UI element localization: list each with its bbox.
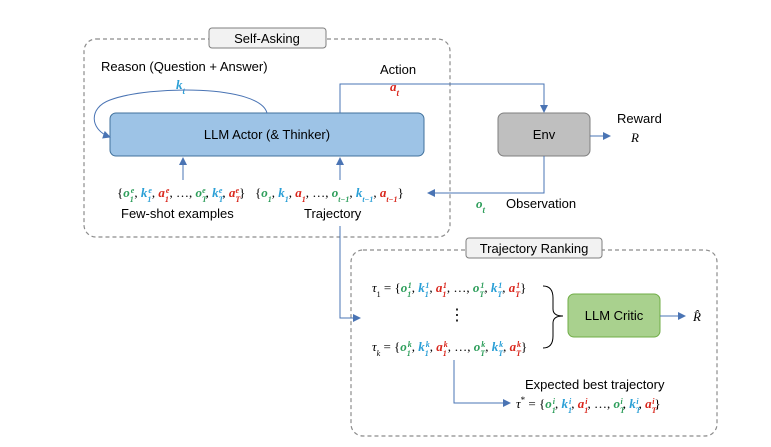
trajectory-brace [542, 285, 564, 349]
few-shot-formula: {o1e, k1e, a1e, …, oTe, kTe, aTe} [117, 185, 245, 204]
env-label: Env [533, 127, 556, 142]
self-asking-title: Self-Asking [234, 31, 300, 46]
trajectory-ranking-tag [465, 237, 603, 259]
best-trajectory-arrow [453, 360, 511, 407]
reward-label: Reward [617, 111, 662, 126]
expected-best-label: Expected best trajectory [525, 377, 665, 392]
reason-label: Reason (Question + Answer) [101, 59, 268, 74]
tau-star-formula: τ* = {o1i, k1i, a1i, …, oTi, kTi, aTi} [516, 395, 661, 415]
llm-critic-label: LLM Critic [585, 308, 644, 323]
reward-symbol: R [630, 130, 639, 145]
llm-actor-label: LLM Actor (& Thinker) [204, 127, 330, 142]
observation-arrow [427, 156, 545, 197]
action-label: Action [380, 62, 416, 77]
a-t-symbol: at [390, 79, 400, 98]
trajectory-ranking-title: Trajectory Ranking [480, 241, 589, 256]
o-t-symbol: ot [476, 196, 486, 215]
k-t-symbol: kt [176, 77, 186, 96]
trajectory-formula: {o1, k1, a1, …, ot−1, kt−1, at−1} [255, 185, 404, 204]
vertical-dots: ⋮ [449, 307, 465, 324]
self-asking-loop-arrow [93, 89, 268, 139]
r-hat-symbol: R̂ [692, 309, 701, 324]
tau-k-formula: τk = {o1k, k1k, a1k, …, oTk, kTk, aTk} [372, 339, 527, 358]
observation-label: Observation [506, 196, 576, 211]
tau-1-formula: τ1 = {o11, k11, a11, …, oT1, kT1, aT1} [372, 280, 526, 299]
self-asking-tag [208, 27, 327, 49]
trajectory-label: Trajectory [304, 206, 362, 221]
few-shot-label: Few-shot examples [121, 206, 234, 221]
trajectory-to-ranking-arrow [339, 226, 361, 322]
action-arrow [339, 83, 548, 113]
